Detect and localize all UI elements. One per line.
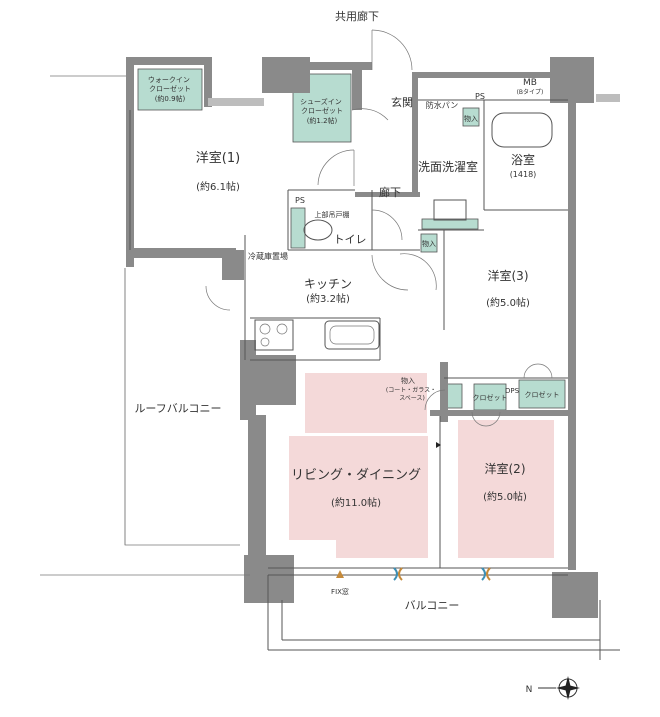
western1-label: 洋室(1) <box>196 150 240 166</box>
storage-wash <box>462 107 480 127</box>
storage-small-label: 物入 <box>464 114 478 123</box>
storage-small2-box <box>420 233 438 253</box>
interior-lines <box>40 75 620 660</box>
western3-size-label: (約5.0帖) <box>486 296 530 309</box>
toilet-label: トイレ <box>334 233 367 246</box>
closet-a-label: クロゼット <box>473 393 508 402</box>
living-label: リビング・ダイニング <box>291 468 421 483</box>
kitchen-label: キッチン <box>304 277 352 291</box>
walkin-closet-label: ウォークイン クローゼット <box>148 76 192 93</box>
north-mark-label: N <box>526 685 533 695</box>
bath-size-label: (1418) <box>510 170 537 179</box>
mb-type-label: (Bタイプ) <box>517 88 544 96</box>
fix-window-label: FIX窓 <box>331 587 349 596</box>
entrance-label: 玄関 <box>391 95 413 109</box>
living-size-label: (約11.0帖) <box>331 496 381 509</box>
walkin-closet-line2: クローゼット <box>149 84 191 93</box>
living-highlight <box>305 373 427 433</box>
shoesin-closet-label: シューズイン クローゼット <box>300 97 344 115</box>
sink-icon <box>324 320 380 350</box>
closet-b-label: クロゼット <box>525 390 560 399</box>
western1-size-label: (約6.1帖) <box>196 180 240 193</box>
living-highlight-lower <box>289 436 428 558</box>
window-markers <box>336 442 491 581</box>
walkin-size-label: (約0.9帖) <box>155 94 186 103</box>
roof-balcony-label: ルーフバルコニー <box>134 402 221 415</box>
ps1-label: PS <box>475 92 485 101</box>
waterproof-pan-label: 防水パン <box>426 100 458 110</box>
washroom-label: 洗面洗濯室 <box>418 159 478 174</box>
storage-kotatsu-note: (コート・ガラス・ スペース) <box>386 386 438 402</box>
fridge-space-label: 冷蔵庫置場 <box>248 251 288 261</box>
closet-a <box>473 383 507 411</box>
western2-size-label: (約5.0帖) <box>483 490 527 503</box>
compass-icon <box>538 676 580 700</box>
kitchen-size-label: (約3.2帖) <box>306 292 350 305</box>
storage-kotatsu-note-line1: (コート・ガラス・ <box>386 386 436 394</box>
storage-kotatsu-note-line2: スペース) <box>399 395 425 402</box>
ps2-label: PS <box>295 196 305 205</box>
shoesin-closet-line1: シューズイン <box>300 97 342 106</box>
western2-label: 洋室(2) <box>485 461 526 476</box>
hallway-label: 廊下 <box>379 185 401 199</box>
western3-label: 洋室(3) <box>488 268 529 283</box>
wash-basin-icon <box>433 199 467 221</box>
walkin-closet <box>137 68 203 111</box>
walls <box>126 57 620 618</box>
bathtub-icon <box>491 112 553 148</box>
storage-kotatsu-label: 物入 <box>401 376 415 385</box>
door-swing-icon <box>205 29 553 427</box>
toilet-icon <box>303 219 333 241</box>
toilet-tank-box <box>290 207 306 249</box>
wash-machine-strip <box>421 218 479 230</box>
corridor-shared-label: 共用廊下 <box>335 9 379 23</box>
dps-label: DPS <box>505 387 520 395</box>
walkin-closet-line1: ウォークイン <box>148 76 190 84</box>
western2-highlight <box>458 420 554 558</box>
shoesin-size-label: (約1.2帖) <box>307 116 338 125</box>
shoesin-closet <box>292 73 352 143</box>
stove-icon <box>254 319 294 351</box>
balcony-label: バルコニー <box>405 599 460 612</box>
bath-label: 浴室 <box>511 152 535 167</box>
closet-b <box>518 379 566 409</box>
upper-shelf-label: 上部吊戸棚 <box>315 210 350 219</box>
mb-label: MB <box>523 78 537 88</box>
storage-small2-label: 物入 <box>422 239 436 248</box>
shoesin-closet-line2: クローゼット <box>301 106 343 115</box>
